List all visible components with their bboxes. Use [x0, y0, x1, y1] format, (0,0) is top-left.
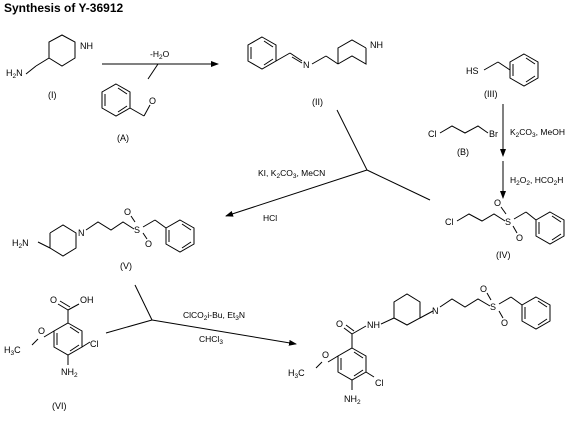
- chlorine-atom: Cl: [90, 339, 99, 349]
- reaction-arrow-4: [225, 169, 368, 217]
- imine-n-atom: N: [303, 60, 310, 70]
- amine-atom: H2N: [12, 238, 29, 250]
- merge-line-II: [336, 109, 368, 171]
- piperidine-n-atom: N: [432, 306, 439, 316]
- sulfur-atom: S: [505, 217, 511, 227]
- compound-VI: O OH O H3C Cl NH2 (VI): [4, 295, 99, 411]
- oxygen-atom: O: [516, 233, 523, 243]
- compound-B: Cl Br (B): [428, 125, 498, 157]
- merge-line-VI: [105, 319, 153, 334]
- nh-atom: NH: [370, 40, 383, 50]
- compound-label: (A): [117, 133, 129, 143]
- oxygen-atom: O: [149, 96, 156, 106]
- methoxy-o-atom: O: [322, 350, 329, 360]
- amino-atom: NH2: [61, 367, 78, 379]
- piperidine-n-atom: N: [78, 228, 85, 238]
- nh-atom: NH: [80, 41, 93, 51]
- bromine-atom: Br: [489, 129, 498, 139]
- compound-label: (B): [457, 147, 469, 157]
- oxygen-atom: O: [480, 284, 487, 294]
- hydroxyl-atom: OH: [80, 295, 94, 305]
- sulfur-atom: S: [134, 225, 140, 235]
- sulfur-atom: S: [490, 302, 496, 312]
- merge-line-IV: [366, 169, 431, 201]
- reaction-arrow-5: [151, 319, 297, 346]
- chlorine-atom: Cl: [375, 378, 384, 388]
- condition-minus-water: -H2O: [150, 49, 170, 61]
- compound-III: HS (III): [466, 53, 539, 99]
- amide-nh-atom: NH: [367, 320, 380, 330]
- compound-label: (IV): [496, 250, 511, 260]
- oxygen-atom: O: [494, 198, 501, 208]
- scheme-title: Synthesis of Y-36912: [4, 1, 124, 15]
- oxygen-atom: O: [145, 239, 152, 249]
- condition-ki-k2co3-mecn: KI, K2CO3, MeCN: [258, 168, 325, 180]
- methyl-atom: H3C: [288, 368, 305, 380]
- compound-II: N NH (II): [247, 36, 383, 107]
- compound-IV: Cl S O O (IV): [445, 198, 565, 260]
- product-Y36912: O NH N S O O O H3C Cl NH2: [288, 284, 551, 406]
- amine-atom: H2N: [6, 68, 23, 80]
- amino-atom: NH2: [344, 394, 361, 406]
- condition-hcl: HCl: [263, 213, 277, 223]
- methyl-atom: H3C: [4, 345, 21, 357]
- reagent-branch: [147, 63, 159, 80]
- condition-k2co3-meoh: K2CO3, MeOH: [510, 127, 565, 139]
- oxygen-atom: O: [501, 318, 508, 328]
- condition-h2o2-formic: H2O2, HCO2H: [510, 175, 563, 187]
- condition-clco2ibu-et3n: ClCO2i-Bu, Et3N: [183, 310, 245, 322]
- thiol-atom: HS: [466, 66, 479, 76]
- compound-label: (I): [48, 90, 57, 100]
- methoxy-o-atom: O: [38, 326, 45, 336]
- carbonyl-o-atom: O: [336, 319, 343, 329]
- merge-line-V: [134, 284, 153, 321]
- chlorine-atom: Cl: [428, 129, 437, 139]
- compound-label: (III): [484, 89, 498, 99]
- condition-chcl3: CHCl3: [199, 334, 223, 346]
- compound-V: H2N N S O O (V): [12, 207, 195, 271]
- chlorine-atom: Cl: [445, 217, 454, 227]
- compound-label: (II): [312, 97, 323, 107]
- compound-A: O (A): [101, 83, 156, 143]
- compound-I: NH H2N (I): [6, 34, 93, 100]
- compound-label: (V): [120, 261, 132, 271]
- oxygen-atom: O: [124, 207, 131, 217]
- carbonyl-o-atom: O: [50, 295, 57, 305]
- compound-label: (VI): [52, 401, 67, 411]
